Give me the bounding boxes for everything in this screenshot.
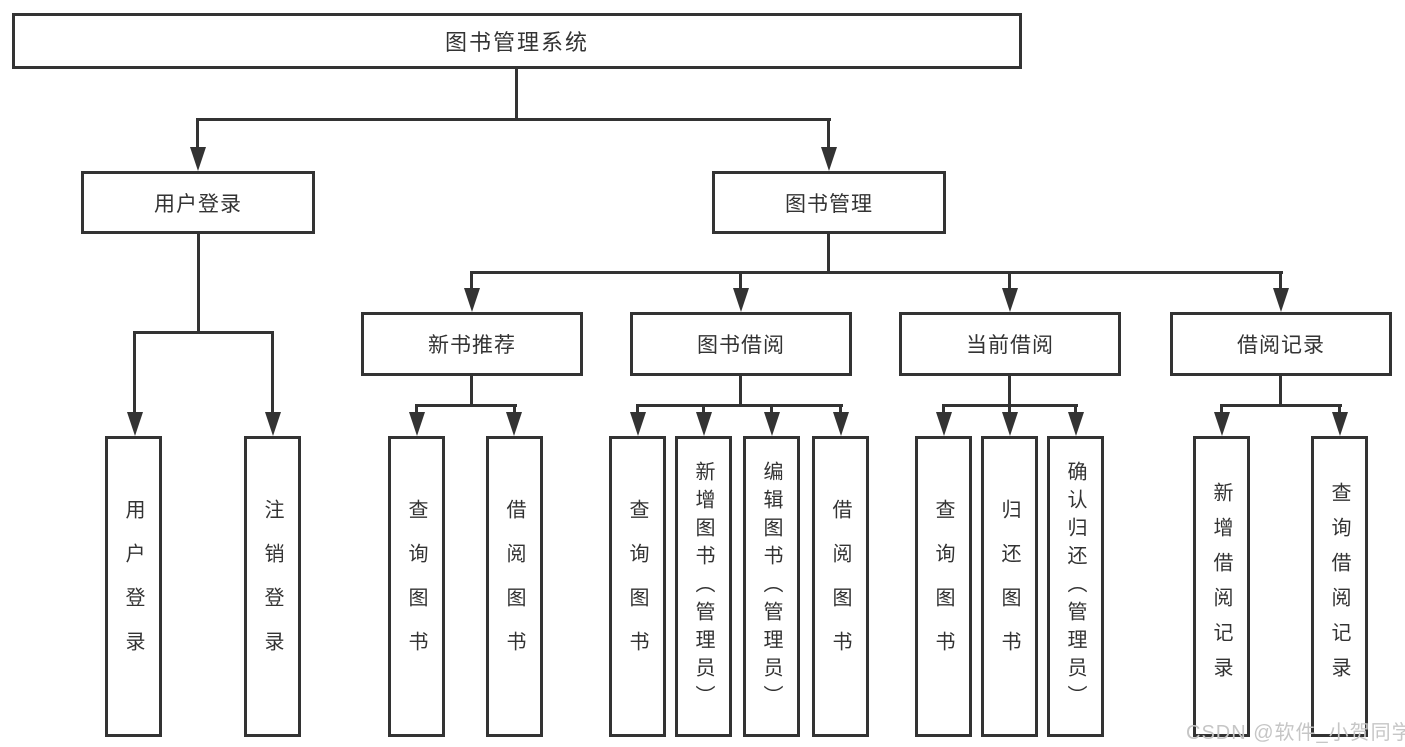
node-label: 新书推荐 (428, 334, 516, 357)
connector-drop-leaf (702, 404, 705, 415)
arrowhead-down-icon (821, 147, 837, 171)
arrowhead-down-icon (1332, 412, 1348, 436)
arrowhead-down-icon (833, 412, 849, 436)
leaf-confirm-return-admin: 确认归还（管理员） (1047, 436, 1104, 737)
connector-book-borrowing-stem (739, 376, 742, 407)
connector-drop-leaf (770, 404, 773, 415)
connector-drop-leaf (942, 404, 945, 415)
arrowhead-down-icon (1273, 288, 1289, 312)
arrowhead-down-icon (630, 412, 646, 436)
node-label: 用户登录 (122, 498, 144, 675)
leaf-borrow-books-borrowing: 借阅图书 (812, 436, 869, 737)
leaf-query-books-borrowing: 查询图书 (609, 436, 666, 737)
connector-drop-leaf-user-login (133, 331, 136, 414)
node-borrowing-records: 借阅记录 (1170, 312, 1392, 376)
arrowhead-down-icon (506, 412, 522, 436)
connector-drop-leaf (1074, 404, 1077, 415)
connector-book-management-distributor (471, 271, 1283, 274)
connector-new-book-recommend-stem (470, 376, 473, 407)
connector-drop-book-borrowing (739, 271, 742, 291)
connector-drop-leaf (1338, 404, 1341, 415)
leaf-return-book: 归还图书 (981, 436, 1038, 737)
node-book-borrowing: 图书借阅 (630, 312, 852, 376)
csdn-watermark: CSDN @软件_小贺同学 (1186, 722, 1405, 744)
node-label: 新增借阅记录 (1210, 481, 1232, 692)
node-label: 查询图书 (626, 498, 648, 675)
node-label: 编辑图书（管理员） (760, 460, 782, 713)
leaf-query-books-current: 查询图书 (915, 436, 972, 737)
node-label: 用户登录 (154, 192, 242, 216)
leaf-edit-book-admin: 编辑图书（管理员） (743, 436, 800, 737)
node-label: 归还图书 (998, 498, 1020, 675)
connector-borrowing-records-distributor (1220, 404, 1342, 407)
connector-current-borrowing-stem (1008, 376, 1011, 407)
node-label: 新增图书（管理员） (692, 460, 714, 713)
node-user-login: 用户登录 (81, 171, 315, 234)
connector-drop-new-book-recommend (470, 271, 473, 291)
arrowhead-down-icon (1002, 412, 1018, 436)
connector-drop-current-borrowing (1008, 271, 1011, 291)
connector-drop-leaf (513, 404, 516, 415)
arrowhead-down-icon (696, 412, 712, 436)
connector-drop-user-login (196, 118, 199, 150)
arrowhead-down-icon (127, 412, 143, 436)
leaf-query-borrow-record: 查询借阅记录 (1311, 436, 1368, 737)
connector-root-stem (515, 68, 518, 121)
connector-drop-leaf (636, 404, 639, 415)
leaf-borrow-books-recommend: 借阅图书 (486, 436, 543, 737)
connector-user-login-stem (197, 234, 200, 334)
connector-user-login-distributor (133, 331, 274, 334)
node-new-book-recommend: 新书推荐 (361, 312, 583, 376)
connector-book-borrowing-distributor (636, 404, 843, 407)
leaf-add-book-admin: 新增图书（管理员） (675, 436, 732, 737)
connector-root-distributor (196, 118, 831, 121)
node-label: 图书借阅 (697, 334, 785, 357)
connector-drop-leaf (415, 404, 418, 415)
node-label: 查询借阅记录 (1328, 481, 1350, 692)
arrowhead-down-icon (409, 412, 425, 436)
node-label: 确认归还（管理员） (1064, 460, 1086, 713)
connector-drop-leaf-logout (271, 331, 274, 414)
connector-borrowing-records-stem (1279, 376, 1282, 407)
node-label: 借阅图书 (503, 498, 525, 675)
node-label: 注销登录 (261, 498, 283, 675)
arrowhead-down-icon (464, 288, 480, 312)
arrowhead-down-icon (764, 412, 780, 436)
node-label: 查询图书 (932, 498, 954, 675)
node-library-management-system: 图书管理系统 (12, 13, 1022, 69)
arrowhead-down-icon (190, 147, 206, 171)
node-label: 查询图书 (405, 498, 427, 675)
leaf-query-books-recommend: 查询图书 (388, 436, 445, 737)
arrowhead-down-icon (1068, 412, 1084, 436)
connector-drop-leaf (839, 404, 842, 415)
connector-new-book-recommend-distributor (415, 404, 517, 407)
leaf-add-borrow-record: 新增借阅记录 (1193, 436, 1250, 737)
arrowhead-down-icon (1002, 288, 1018, 312)
arrowhead-down-icon (936, 412, 952, 436)
node-label: 借阅图书 (829, 498, 851, 675)
connector-book-management-stem (827, 234, 830, 274)
node-label: 借阅记录 (1237, 334, 1325, 357)
connector-drop-borrowing-records (1279, 271, 1282, 291)
connector-drop-leaf (1008, 404, 1011, 415)
connector-drop-book-management (827, 118, 830, 150)
node-label: 图书管理 (785, 192, 873, 216)
leaf-user-login: 用户登录 (105, 436, 162, 737)
connector-drop-leaf (1220, 404, 1223, 415)
node-current-borrowing: 当前借阅 (899, 312, 1121, 376)
node-label: 图书管理系统 (444, 30, 589, 55)
node-label: 当前借阅 (966, 334, 1054, 357)
arrowhead-down-icon (1214, 412, 1230, 436)
leaf-logout: 注销登录 (244, 436, 301, 737)
arrowhead-down-icon (265, 412, 281, 436)
node-book-management: 图书管理 (712, 171, 946, 234)
arrowhead-down-icon (733, 288, 749, 312)
